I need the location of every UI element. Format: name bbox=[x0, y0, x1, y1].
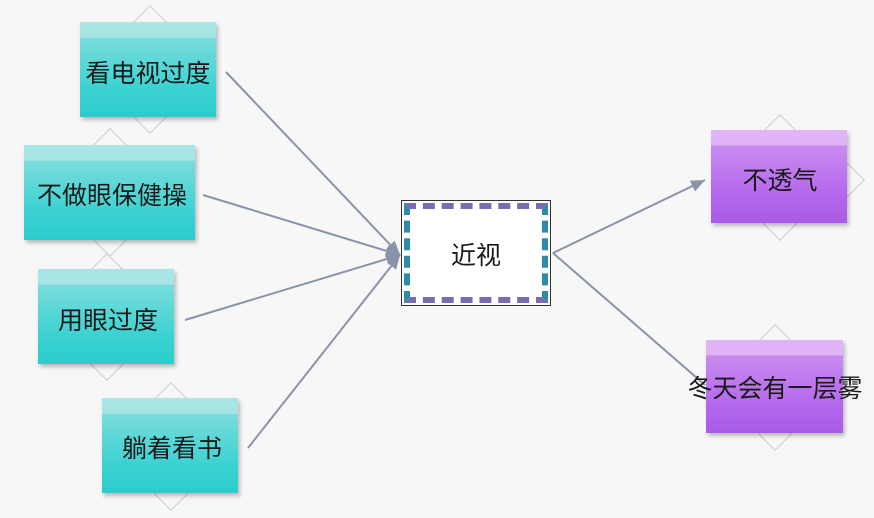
link-cause-1 bbox=[225, 71, 401, 256]
effect-node-1[interactable] bbox=[711, 130, 847, 223]
cause-node-2[interactable] bbox=[24, 145, 195, 240]
effect-node-2[interactable] bbox=[706, 340, 843, 433]
cause-node-1[interactable] bbox=[80, 22, 216, 117]
cause-node-4[interactable] bbox=[102, 398, 238, 493]
cause-label-3: 用眼过度 bbox=[57, 306, 159, 335]
central-topic-node[interactable] bbox=[401, 200, 551, 306]
link-cause-3 bbox=[184, 253, 401, 321]
effect-label-2: 冬天会有一层雾 bbox=[687, 374, 863, 403]
central-topic-label: 近视 bbox=[450, 241, 502, 270]
decorative-frame bbox=[404, 203, 548, 303]
link-effect-2 bbox=[552, 252, 706, 386]
cause-label-1: 看电视过度 bbox=[85, 59, 211, 88]
effect-label-1: 不透气 bbox=[742, 166, 818, 195]
cause-node-3[interactable] bbox=[38, 269, 174, 364]
cause-label-2: 不做眼保健操 bbox=[36, 181, 188, 210]
link-cause-2 bbox=[202, 194, 401, 257]
link-cause-4 bbox=[247, 254, 401, 449]
link-effect-1 bbox=[552, 179, 706, 254]
cause-label-4: 躺着看书 bbox=[121, 434, 223, 463]
